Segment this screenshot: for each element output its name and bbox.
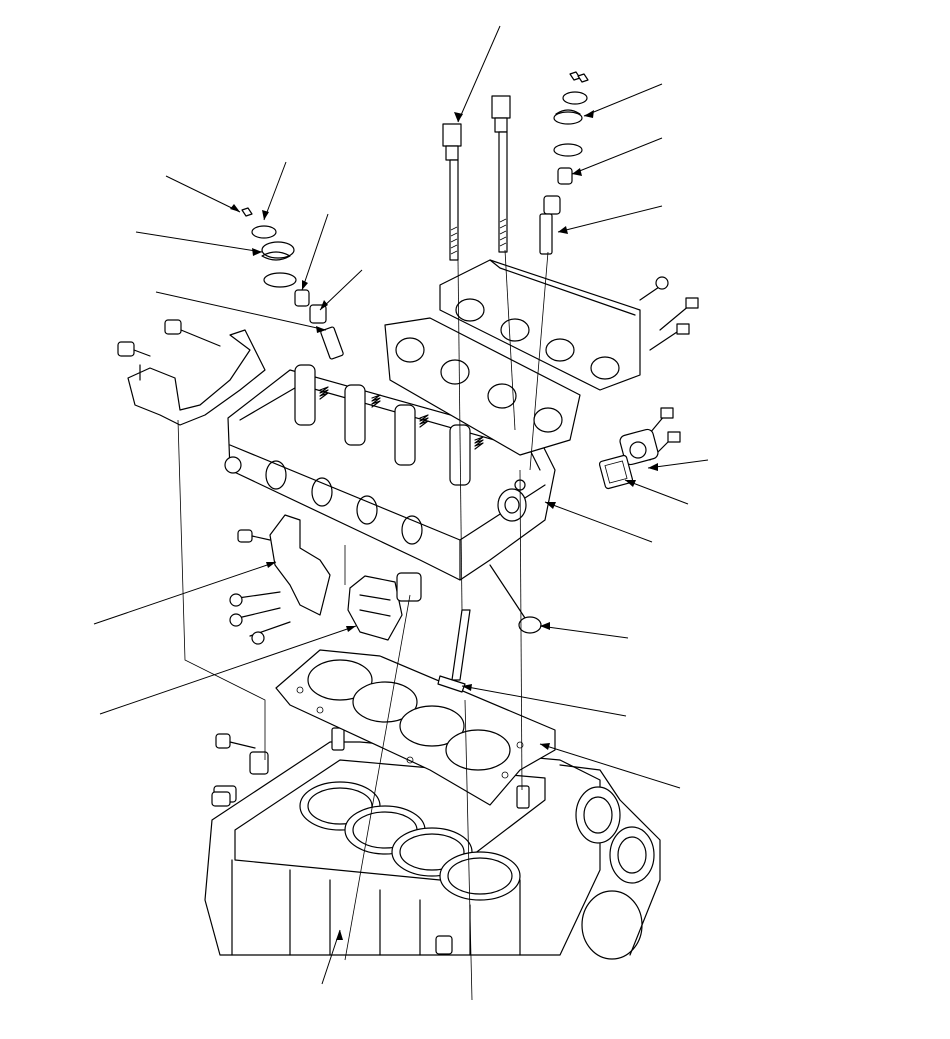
callout-arrows [230,110,658,940]
callout-valve [461,685,627,717]
valve-stack-rear [539,71,589,255]
callout-valve-guide-rear [557,205,663,233]
cover-bolts [639,276,699,461]
callout-cylinder-head [544,501,653,543]
callout-head-gasket [539,743,681,789]
callout-lines [93,25,709,985]
callout-valve-spring-rear [583,83,663,117]
head-gasket [275,649,556,806]
lifting-bracket [117,319,266,426]
lower-bracket [229,514,331,645]
engine-block [204,741,661,960]
engine-valve [437,609,471,693]
callout-plug [539,625,629,639]
center-lines [177,249,549,1001]
callout-head-bolt [457,25,501,123]
port-cover [439,259,641,391]
valve-stack-front [241,207,344,360]
callout-gasket-small [624,479,689,505]
side-cover [619,428,659,466]
callout-bracket [93,561,277,625]
block-bolts [211,733,256,807]
callout-washer-front [263,161,287,221]
callout-guide-front [319,269,363,311]
oil-control-valve [347,572,422,641]
callout-valve-seal-rear [571,137,663,175]
callout-retainer-front [301,213,329,291]
head-bolts [442,95,511,261]
callout-rocker-oil-valve [99,625,357,715]
sealing-plug [489,564,542,634]
dowel-pins [331,727,530,809]
callout-rocker-rear [155,291,327,331]
callout-cotter-front [165,175,241,213]
small-gasket [598,454,634,490]
callout-spring-front [135,231,263,253]
manifold-gasket [384,317,581,456]
